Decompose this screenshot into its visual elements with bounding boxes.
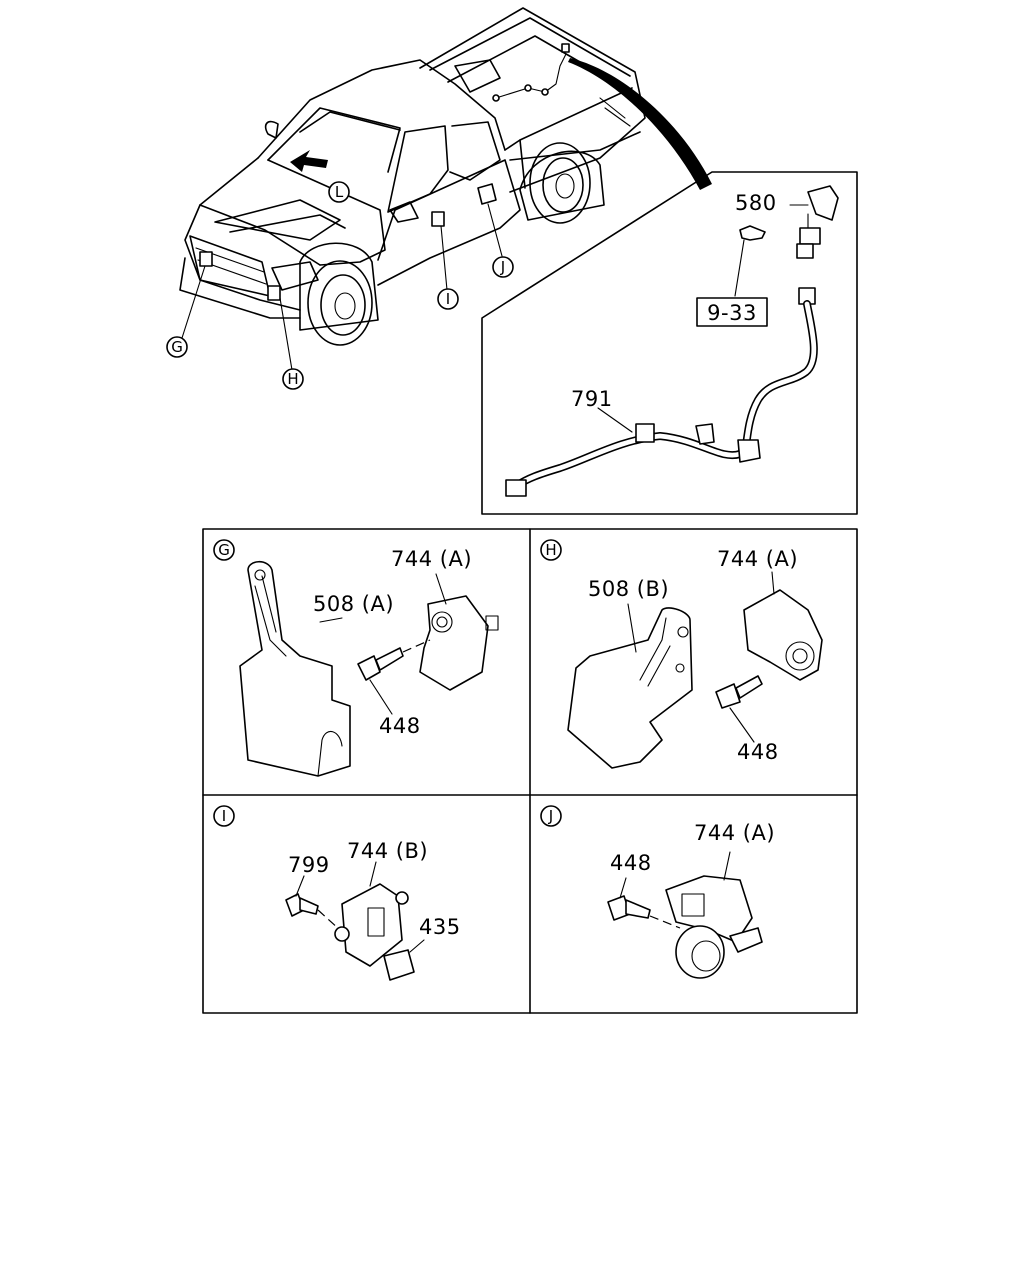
panel-h-sensor-label: 744 (A): [717, 547, 798, 571]
callout-i: I: [437, 288, 459, 310]
callout-g-label: G: [171, 338, 183, 356]
harness-detail-inset: 580 9-33 791: [481, 58, 858, 515]
panel-i: I 799 744 (B) 435: [213, 805, 461, 981]
panel-i-sensor-label: 744 (B): [347, 839, 428, 863]
panel-g: G 508 (A) 744 (A) 448: [213, 539, 499, 777]
harness-clip-1: [635, 423, 655, 443]
panel-h-label: H: [545, 541, 556, 559]
bracket-580-shape: [807, 185, 839, 221]
panel-grid: [202, 528, 858, 1014]
panel-j-label: J: [548, 807, 553, 825]
panel-i-label: I: [222, 807, 226, 825]
connector-upper: [799, 227, 821, 245]
panel-j-sensor-boss: [675, 925, 725, 979]
sensor-location-j: [477, 183, 497, 205]
panel-j-sensor-label: 744 (A): [694, 821, 775, 845]
callout-h-label: H: [287, 370, 298, 388]
harness-cable-outer: [512, 300, 818, 490]
panel-j-bolt-label: 448: [610, 851, 652, 875]
callout-j: J: [492, 256, 514, 278]
panel-g-sensor-label: 744 (A): [391, 547, 472, 571]
panel-h-bracket-label: 508 (B): [588, 577, 669, 601]
panel-i-connector-shape: [383, 949, 415, 981]
harness-clip-2: [695, 423, 715, 445]
callout-g: G: [166, 336, 188, 358]
callout-i-label: I: [446, 290, 450, 308]
panel-h-bolt-label: 448: [737, 740, 779, 764]
panel-h-sensor-shape: [743, 589, 823, 681]
panel-i-connector-label: 435: [419, 915, 461, 939]
panel-g-label: G: [218, 541, 230, 559]
callout-l-label: L: [335, 183, 344, 201]
callout-j-label: J: [500, 258, 505, 276]
detail-pointer: [568, 58, 712, 190]
panel-g-bolt-label: 448: [379, 714, 421, 738]
sensor-location-g: [199, 251, 213, 267]
harness-end-connector: [505, 479, 527, 497]
bracket-580-label: 580: [735, 191, 777, 215]
sensor-location-i: [431, 211, 445, 227]
panel-h: H 508 (B) 744 (A) 448: [540, 539, 823, 769]
bracket-508a-shape: [239, 560, 351, 777]
panel-h-bolt-shape: [715, 683, 741, 709]
callout-h: H: [282, 368, 304, 390]
connector-mid: [796, 243, 814, 259]
panel-g-bracket-label: 508 (A): [313, 592, 394, 616]
panel-i-screw-label: 799: [288, 853, 330, 877]
harness-791-label: 791: [571, 387, 613, 411]
bolt-ref-label: 9-33: [707, 301, 757, 325]
bolt-ref-box: [696, 297, 768, 327]
front-arrow-icon: [290, 150, 328, 172]
truck-illustration: [179, 7, 646, 371]
bracket-508b-shape: [567, 607, 693, 769]
harness-cable-inner: [513, 301, 817, 489]
bolt-9-33-shape: [739, 225, 766, 241]
callout-l: L: [328, 181, 350, 203]
panel-g-bolt-shape: [357, 655, 381, 681]
panel-g-sensor-shape: [419, 595, 489, 691]
panel-j-sensor-shape: [665, 875, 753, 943]
harness-clip-3: [737, 439, 761, 463]
sensor-location-h: [267, 285, 281, 301]
panel-j: J 448 744 (A): [540, 805, 775, 979]
panel-i-sensor-shape: [341, 883, 403, 967]
